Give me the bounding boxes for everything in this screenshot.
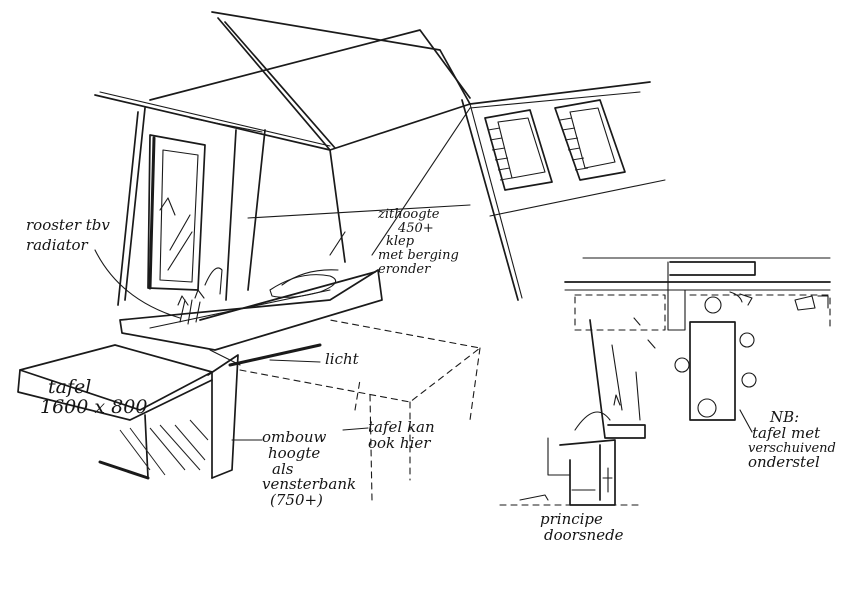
annotation-tafel-kan-line-2: ook hier [368,433,431,452]
annotation-zithoogte-line-1: zithoogte [378,207,440,222]
annotation-tafel-kan: tafel kan ook hier [368,418,435,452]
annotation-ombouw: ombouw hoogte als vensterbank (750+) [262,428,357,509]
annotation-zithoogte-line-4: met berging [378,247,459,263]
floor-plan [564,257,831,421]
annotation-nb-line-1: NB: [770,408,800,426]
annotation-tafel: tafel 1600 x 800 [40,376,148,418]
leader-lines [94,231,753,441]
annotation-principe-line-1: principe [540,510,603,528]
left-wall-window [117,107,266,306]
annotation-ombouw-line-5: (750+) [270,491,323,509]
section-diagram [499,319,646,506]
annotation-principe-line-2: doorsnede [544,525,624,544]
annotation-ombouw-line-3: als [272,459,294,478]
annotation-nb-line-2: tafel met [752,423,821,442]
foreground-desk [17,344,239,480]
annotation-nb-line-4: onderstel [748,453,820,472]
annotation-zithoogte-line-5: eronder [378,261,431,277]
annotation-ombouw-line-2: hoogte [268,443,321,462]
dashed-table-outline [239,319,481,501]
annotation-principe: principe doorsnede [540,510,624,544]
annotation-nb-line-3: verschuivend [748,440,836,456]
annotation-licht: licht [325,350,359,368]
annotation-tafel-line-2: 1600 x 800 [40,395,148,418]
skylights [484,99,626,191]
annotation-ombouw-line-1: ombouw [262,428,327,446]
annotation-rooster: rooster tbv radiator [26,216,110,254]
annotation-tafel-line-1: tafel [48,376,92,398]
annotation-rooster-line-1: rooster tbv [26,216,110,234]
annotation-zithoogte-line-2: 450+ [398,220,434,236]
window-bench [119,267,383,367]
annotation-zithoogte-line-3: klep [386,234,415,250]
annotation-nb: NB: tafel met verschuivend onderstel [748,408,836,472]
annotation-ombouw-line-4: vensterbank [262,475,357,494]
annotation-zithoogte: zithoogte 450+ klep met berging eronder [378,208,459,276]
annotation-tafel-kan-line-1: tafel kan [368,418,435,436]
annotation-rooster-line-2: radiator [26,235,88,254]
